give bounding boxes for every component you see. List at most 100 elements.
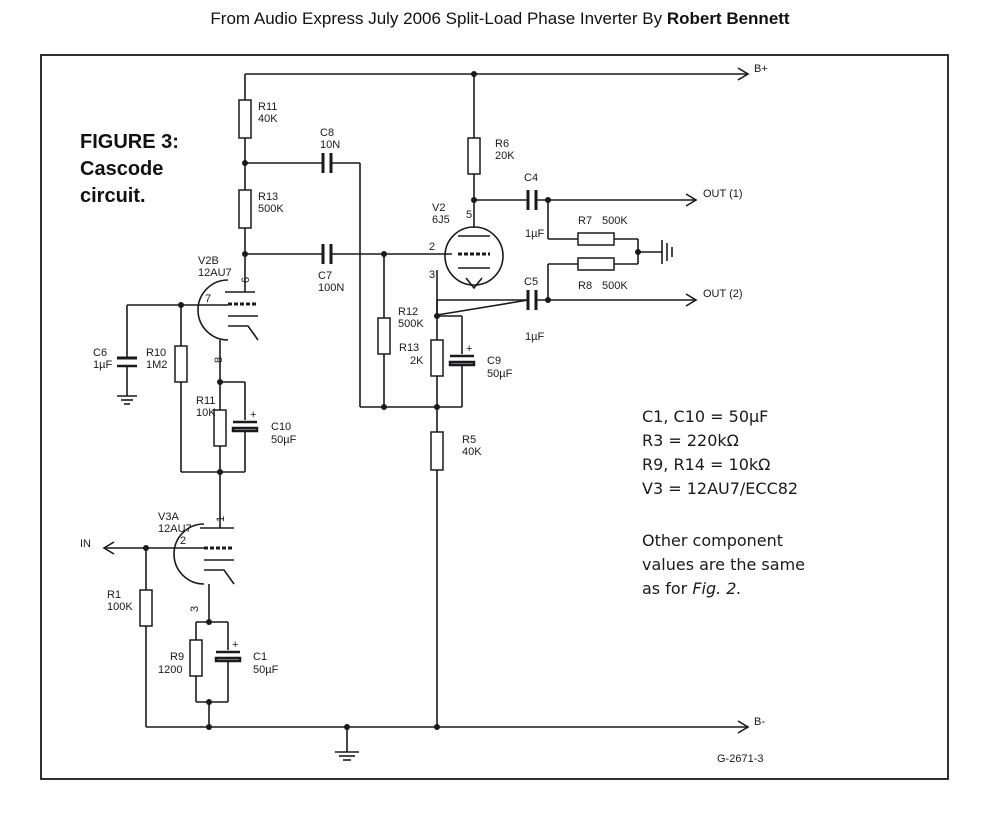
- note-other1: Other component: [642, 531, 783, 550]
- r9-name: R9: [170, 651, 184, 663]
- r9-value: 1200: [158, 664, 182, 676]
- title-text: From Audio Express July 2006 Split-Load …: [210, 9, 663, 28]
- v3a-tube: [173, 523, 235, 585]
- r6-name: R6: [495, 138, 509, 150]
- r11-mid-value: 10K: [196, 407, 216, 419]
- r10-resistor: [174, 345, 188, 383]
- c10-capacitor: +: [231, 382, 259, 472]
- figure-frame: [40, 54, 949, 780]
- c4-value: 1µF: [525, 228, 544, 240]
- r7-name: R7: [578, 215, 592, 227]
- svg-text:+: +: [250, 409, 256, 421]
- v2-pin-plate: 5: [466, 209, 472, 221]
- note-other3: as for Fig. 2.: [642, 579, 742, 598]
- r13-top-name: R13: [258, 191, 278, 203]
- c6-value: 1µF: [93, 359, 112, 371]
- r11-top-resistor: [238, 99, 252, 139]
- drawing-id: G-2671-3: [717, 753, 763, 765]
- r7-resistor: [577, 232, 615, 246]
- r13-top-value: 500K: [258, 203, 284, 215]
- bminus-label: B-: [754, 716, 765, 728]
- title-author: Robert Bennett: [666, 9, 790, 28]
- v2b-name: V2B: [198, 255, 219, 267]
- r11-mid-name: R11: [196, 395, 215, 407]
- c7-value: 100N: [318, 282, 344, 294]
- note-other3-ref: Fig. 2.: [692, 579, 741, 598]
- r8-resistor: [577, 257, 615, 271]
- r7-value: 500K: [602, 215, 628, 227]
- r6-resistor: [467, 137, 481, 175]
- ground-symbol: [335, 727, 359, 761]
- r8-name: R8: [578, 280, 592, 292]
- r5-resistor: [430, 431, 444, 471]
- bplus-rail: [245, 67, 750, 81]
- c9-name: C9: [487, 355, 501, 367]
- r13-cathode-name: R13: [399, 342, 419, 354]
- r5-name: R5: [462, 434, 476, 446]
- v3a-value: 12AU7: [158, 523, 192, 535]
- input-arrow: [102, 541, 204, 555]
- v2b-pin-cathode: 8: [213, 357, 225, 363]
- r12-name: R12: [398, 306, 418, 318]
- v3a-pin-grid: 2: [180, 535, 186, 547]
- c8-value: 10N: [320, 139, 340, 151]
- c8-capacitor: [245, 153, 361, 407]
- c1-name: C1: [253, 651, 267, 663]
- v3a-name: V3A: [158, 511, 179, 523]
- r13-cathode-resistor: [430, 339, 444, 377]
- v3a-pin-cathode: 3: [189, 606, 201, 612]
- bminus-rail: [146, 720, 750, 734]
- svg-text:+: +: [466, 343, 472, 355]
- note-line3: R9, R14 = 10kΩ: [642, 455, 770, 474]
- out2-label: OUT (2): [703, 288, 743, 300]
- r1-value: 100K: [107, 601, 133, 613]
- r11-mid-resistor: [213, 409, 227, 447]
- v2-name: V2: [432, 202, 445, 214]
- v2-pin-cathode: 3: [429, 269, 435, 281]
- c7-capacitor: [245, 244, 452, 264]
- out1-label: OUT (1): [703, 188, 743, 200]
- bplus-label: B+: [754, 63, 768, 75]
- figure-title-line3: circuit.: [80, 185, 146, 207]
- input-label: IN: [80, 538, 91, 550]
- r6-value: 20K: [495, 150, 515, 162]
- chassis-ground-symbol: [635, 239, 673, 264]
- r10-value: 1M2: [146, 359, 167, 371]
- note-other2: values are the same: [642, 555, 805, 574]
- c9-value: 50µF: [487, 368, 513, 380]
- c9-capacitor: +: [448, 316, 476, 407]
- r8-value: 500K: [602, 280, 628, 292]
- r13-top-resistor: [238, 189, 252, 229]
- note-line2: R3 = 220kΩ: [642, 431, 739, 450]
- c4-name: C4: [524, 172, 538, 184]
- c6-name: C6: [93, 347, 107, 359]
- v3a-pin-plate: 1: [215, 516, 227, 522]
- v2b-pin-grid: 7: [205, 293, 211, 305]
- r12-value: 500K: [398, 318, 424, 330]
- note-line4: V3 = 12AU7/ECC82: [642, 479, 798, 498]
- c5-capacitor: [437, 290, 698, 310]
- c1-capacitor: +: [214, 622, 242, 702]
- v2b-pin-plate: 6: [240, 277, 252, 283]
- c8-name: C8: [320, 127, 334, 139]
- r12-resistor: [377, 317, 391, 355]
- r13-cathode-value: 2K: [410, 355, 424, 367]
- c1-value: 50µF: [253, 664, 279, 676]
- c5-value: 1µF: [525, 331, 544, 343]
- r1-name: R1: [107, 589, 121, 601]
- v2-pin-grid: 2: [429, 241, 435, 253]
- v2-tube: [444, 226, 504, 290]
- page-title: From Audio Express July 2006 Split-Load …: [0, 9, 1000, 29]
- r11-top-value: 40K: [258, 113, 278, 125]
- v2b-tube: [197, 279, 259, 341]
- c10-value: 50µF: [271, 434, 297, 446]
- note-line1: C1, C10 = 50µF: [642, 407, 768, 426]
- figure-title-line1: FIGURE 3:: [80, 131, 179, 153]
- r11-top-name: R11: [258, 101, 277, 113]
- r1-resistor: [139, 589, 153, 627]
- svg-text:+: +: [232, 639, 238, 651]
- c5-name: C5: [524, 276, 538, 288]
- c7-name: C7: [318, 270, 332, 282]
- c10-name: C10: [271, 421, 291, 433]
